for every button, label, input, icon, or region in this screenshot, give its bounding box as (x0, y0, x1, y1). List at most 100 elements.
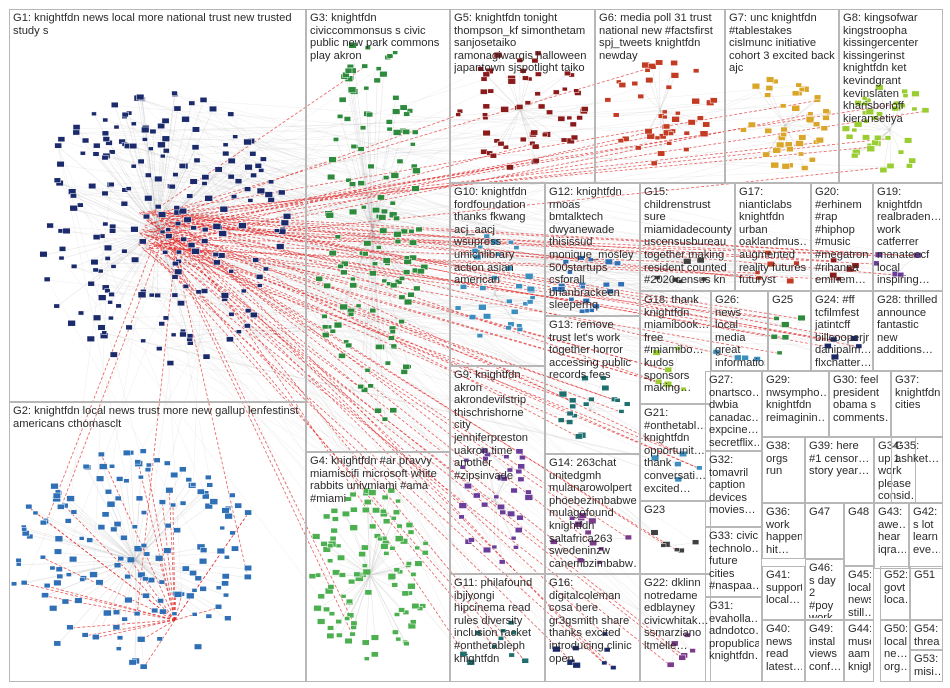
node[interactable] (357, 180, 365, 186)
node[interactable] (383, 551, 390, 556)
node[interactable] (381, 416, 389, 422)
node[interactable] (380, 208, 388, 215)
node[interactable] (274, 228, 280, 233)
node[interactable] (350, 276, 356, 282)
node[interactable] (165, 233, 173, 239)
node[interactable] (383, 175, 390, 180)
node[interactable] (161, 135, 170, 142)
node[interactable] (417, 268, 425, 275)
node[interactable] (482, 71, 490, 78)
node[interactable] (392, 129, 402, 136)
node[interactable] (53, 177, 61, 183)
node[interactable] (72, 129, 80, 136)
node[interactable] (410, 142, 416, 147)
node[interactable] (328, 156, 337, 163)
node[interactable] (482, 112, 488, 117)
node[interactable] (534, 50, 542, 56)
node[interactable] (506, 164, 514, 171)
node[interactable] (231, 545, 239, 552)
node[interactable] (408, 228, 415, 234)
node[interactable] (200, 547, 208, 553)
node[interactable] (221, 573, 230, 580)
node[interactable] (350, 620, 358, 626)
node[interactable] (396, 523, 403, 529)
node[interactable] (224, 555, 230, 560)
node[interactable] (395, 636, 402, 642)
node[interactable] (175, 249, 182, 255)
node[interactable] (131, 256, 140, 263)
node[interactable] (407, 583, 416, 590)
node[interactable] (407, 529, 415, 535)
node[interactable] (70, 509, 78, 515)
node[interactable] (388, 335, 395, 341)
node[interactable] (369, 523, 377, 530)
node[interactable] (390, 516, 397, 521)
node[interactable] (569, 121, 577, 128)
node[interactable] (122, 449, 131, 456)
node[interactable] (374, 407, 382, 414)
node[interactable] (361, 544, 369, 551)
node[interactable] (54, 535, 64, 542)
node[interactable] (39, 519, 47, 526)
node[interactable] (138, 474, 144, 480)
node[interactable] (222, 142, 229, 147)
node[interactable] (201, 227, 209, 233)
node[interactable] (576, 115, 583, 121)
node[interactable] (157, 123, 165, 129)
node[interactable] (346, 598, 353, 604)
node[interactable] (199, 586, 207, 592)
node[interactable] (202, 493, 210, 500)
node[interactable] (220, 292, 229, 299)
node[interactable] (215, 585, 222, 590)
node[interactable] (333, 321, 343, 329)
node[interactable] (249, 151, 257, 157)
node[interactable] (179, 466, 187, 473)
node[interactable] (381, 278, 388, 284)
node[interactable] (566, 115, 573, 121)
node[interactable] (125, 186, 132, 191)
node[interactable] (327, 173, 336, 181)
node[interactable] (189, 570, 197, 576)
node[interactable] (371, 651, 379, 658)
node[interactable] (172, 172, 179, 177)
node[interactable] (250, 311, 258, 318)
node[interactable] (391, 582, 398, 588)
node[interactable] (49, 605, 58, 612)
node[interactable] (32, 510, 39, 516)
node[interactable] (534, 91, 541, 97)
node[interactable] (142, 137, 148, 142)
node[interactable] (219, 525, 225, 531)
node[interactable] (557, 115, 566, 122)
node[interactable] (101, 154, 109, 161)
node[interactable] (144, 195, 153, 202)
node[interactable] (96, 475, 105, 482)
node[interactable] (109, 228, 117, 234)
node[interactable] (140, 510, 147, 515)
node[interactable] (244, 186, 252, 192)
node[interactable] (531, 57, 539, 64)
node[interactable] (344, 67, 353, 74)
node[interactable] (70, 193, 77, 199)
node[interactable] (227, 111, 235, 117)
node[interactable] (153, 457, 161, 463)
node[interactable] (360, 387, 369, 393)
node[interactable] (393, 215, 400, 221)
node[interactable] (323, 282, 331, 289)
node[interactable] (92, 267, 99, 273)
node[interactable] (77, 310, 85, 316)
node[interactable] (477, 66, 484, 72)
node[interactable] (126, 556, 136, 563)
node[interactable] (157, 598, 164, 604)
node[interactable] (115, 646, 122, 651)
node[interactable] (158, 499, 166, 505)
node[interactable] (411, 185, 420, 192)
node[interactable] (322, 324, 329, 330)
node[interactable] (102, 221, 109, 227)
node[interactable] (232, 134, 239, 139)
node[interactable] (121, 248, 128, 254)
node[interactable] (412, 167, 421, 174)
node[interactable] (645, 77, 654, 84)
node[interactable] (97, 324, 106, 331)
node[interactable] (361, 205, 367, 210)
node[interactable] (108, 149, 116, 155)
